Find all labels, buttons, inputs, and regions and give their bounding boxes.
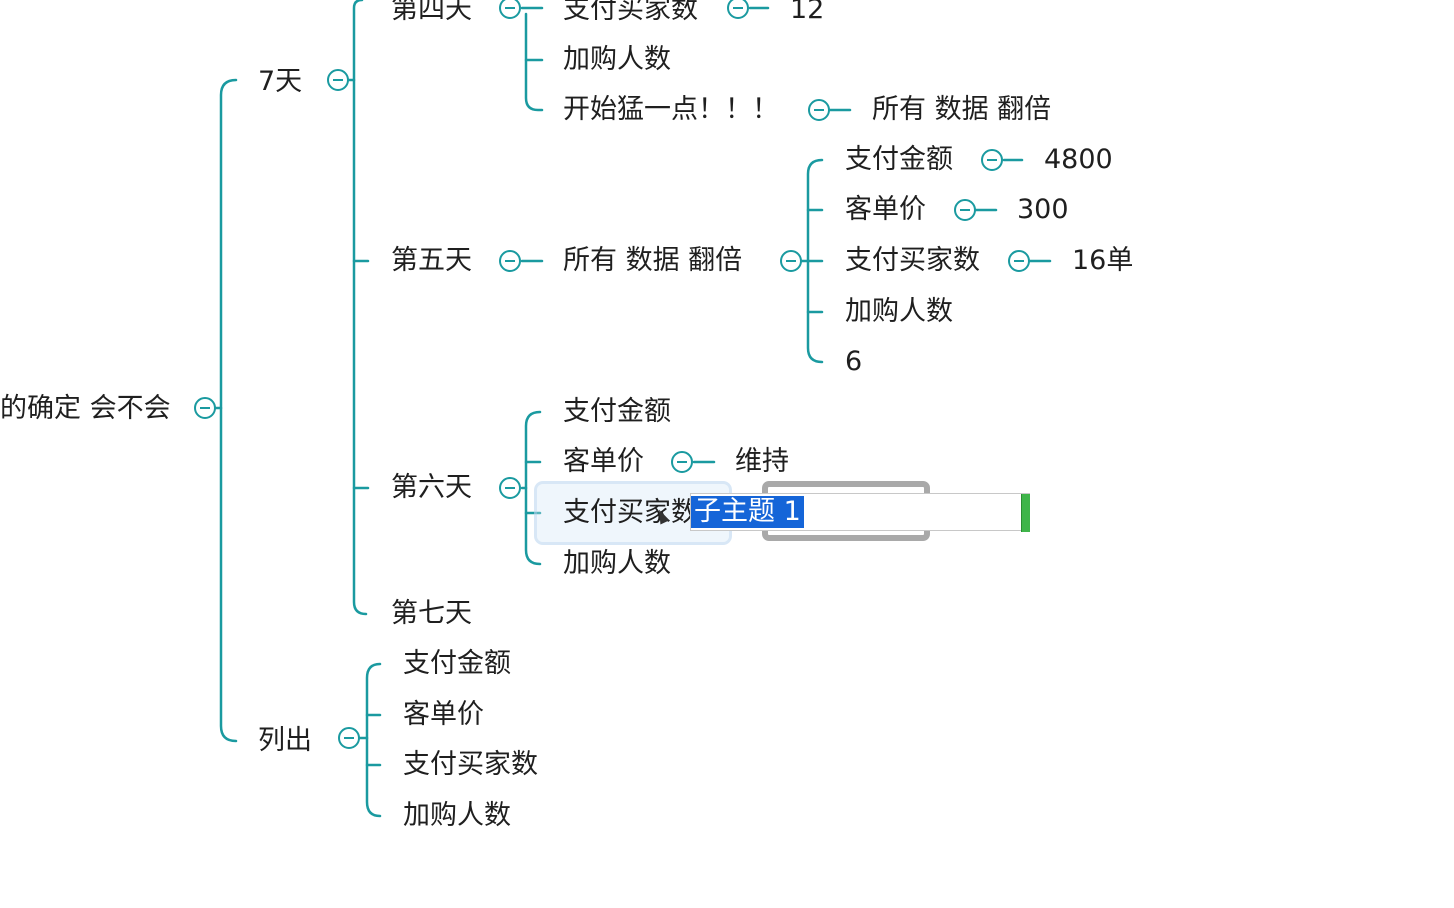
topic-day5-six[interactable]: 6 <box>845 346 863 377</box>
collapse-day5-icon[interactable] <box>499 250 521 272</box>
collapse-7days-icon[interactable] <box>327 69 349 91</box>
topic-day5[interactable]: 第五天 <box>391 245 472 276</box>
topic-day6-aov[interactable]: 客单价 <box>563 446 644 477</box>
topic-day4-double[interactable]: 所有 数据 翻倍 <box>872 94 1052 125</box>
collapse-list-icon[interactable] <box>338 727 360 749</box>
topic-day4-buyers[interactable]: 支付买家数 <box>563 0 698 25</box>
collapse-root-icon[interactable] <box>194 397 216 419</box>
topic-list-gmv[interactable]: 支付金额 <box>403 648 511 679</box>
topic-day5-carts[interactable]: 加购人数 <box>845 296 953 327</box>
topic-day5-double[interactable]: 所有 数据 翻倍 <box>563 245 743 276</box>
topic-list-carts[interactable]: 加购人数 <box>403 800 511 831</box>
collapse-day4-boost-icon[interactable] <box>808 99 830 121</box>
collapse-day5-aov-icon[interactable] <box>954 199 976 221</box>
collapse-day4-icon[interactable] <box>499 0 521 19</box>
topic-day6[interactable]: 第六天 <box>391 472 472 503</box>
topic-day7[interactable]: 第七天 <box>391 598 472 629</box>
topic-list-buyers[interactable]: 支付买家数 <box>403 749 538 780</box>
topic-7days[interactable]: 7天 <box>258 66 303 97</box>
topic-day5-buyers[interactable]: 支付买家数 <box>845 245 980 276</box>
topic-day6-buyers[interactable]: 支付买家数 <box>563 497 698 528</box>
collapse-day5-double-icon[interactable] <box>780 250 802 272</box>
topic-day4-carts[interactable]: 加购人数 <box>563 44 671 75</box>
topic-day4[interactable]: 第四天 <box>391 0 472 25</box>
topic-list[interactable]: 列出 <box>258 725 312 756</box>
collapse-day6-icon[interactable] <box>499 477 521 499</box>
topic-day5-aov[interactable]: 客单价 <box>845 194 926 225</box>
collapse-day5-buyers-icon[interactable] <box>1008 250 1030 272</box>
collapse-day5-gmv-icon[interactable] <box>981 149 1003 171</box>
topic-list-aov[interactable]: 客单价 <box>403 699 484 730</box>
root-topic[interactable]: 的确定 会不会 <box>0 393 171 424</box>
collapse-day4-buyers-icon[interactable] <box>727 0 749 19</box>
topic-day5-aov-value[interactable]: 300 <box>1017 194 1069 225</box>
topic-day5-gmv[interactable]: 支付金额 <box>845 144 953 175</box>
edit-resize-handle[interactable] <box>1021 494 1030 532</box>
selected-edit-text[interactable]: 子主题 1 <box>691 496 804 528</box>
topic-edit-input[interactable]: 子主题 1 <box>690 493 1030 532</box>
topic-day5-gmv-value[interactable]: 4800 <box>1044 144 1113 175</box>
topic-day4-buyers-value[interactable]: 12 <box>790 0 825 25</box>
topic-day6-gmv[interactable]: 支付金额 <box>563 396 671 427</box>
topic-day4-boost[interactable]: 开始猛一点！！！ <box>563 94 779 125</box>
topic-day6-aov-value[interactable]: 维持 <box>735 446 789 477</box>
collapse-day6-aov-icon[interactable] <box>671 451 693 473</box>
topic-day5-buyers-value[interactable]: 16单 <box>1072 245 1134 276</box>
topic-day6-carts[interactable]: 加购人数 <box>563 548 671 579</box>
